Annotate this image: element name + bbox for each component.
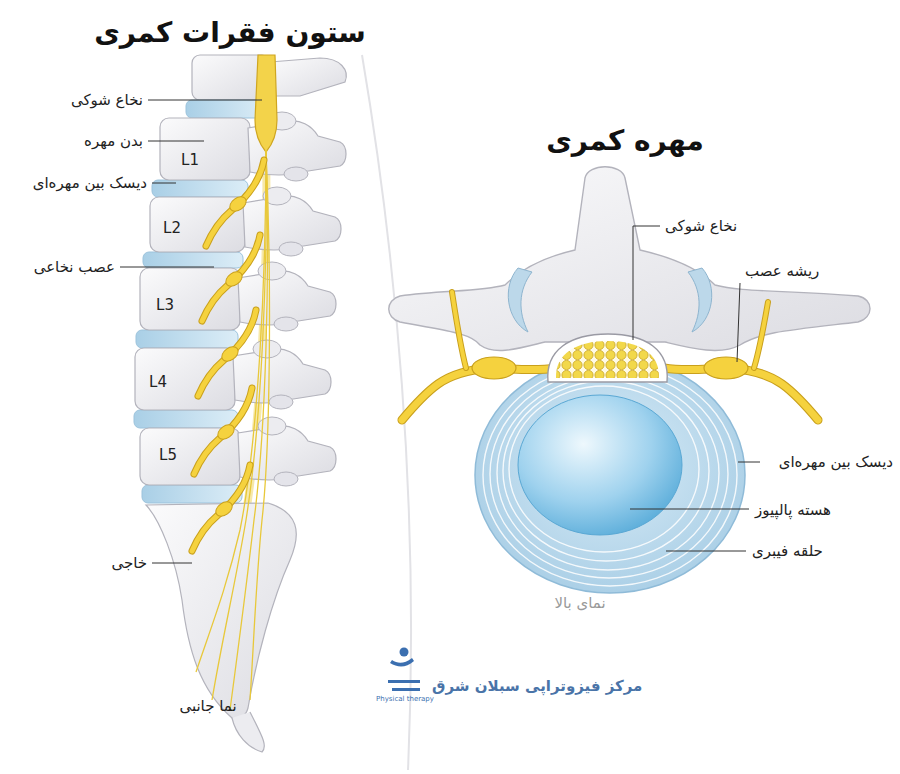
part-label: نخاع شوکی [665,217,737,236]
vertebra-number: L5 [159,446,177,465]
watermark: مرکز فیزوتراپی سبلان شرق [432,677,642,696]
vertebra-number: L2 [163,219,181,238]
part-label: نخاع شوکی [71,91,143,110]
part-label: عصب نخاعی [34,258,115,277]
part-label: حلقه فیبری [752,542,823,561]
view-caption: نمای بالا [554,594,605,613]
part-label: دیسک بین مهره‌ای [33,174,147,193]
part-label: بدن مهره [84,132,143,151]
part-label: دیسک بین مهره‌ای [779,453,893,472]
vertebra-number: L4 [149,373,167,392]
main-title: ستون فقرات کمری [94,15,366,50]
view-heading: مهره کمری [546,123,704,158]
logo-text: Physical therapy [376,695,434,704]
part-label: هسته پالپیوز [755,501,831,520]
view-caption: نما جانبی [179,697,236,716]
vertebra-number: L1 [181,151,199,170]
part-label: ریشه عصب [745,262,819,281]
part-label: خاجی [111,554,147,573]
vertebra-number: L3 [156,296,174,315]
